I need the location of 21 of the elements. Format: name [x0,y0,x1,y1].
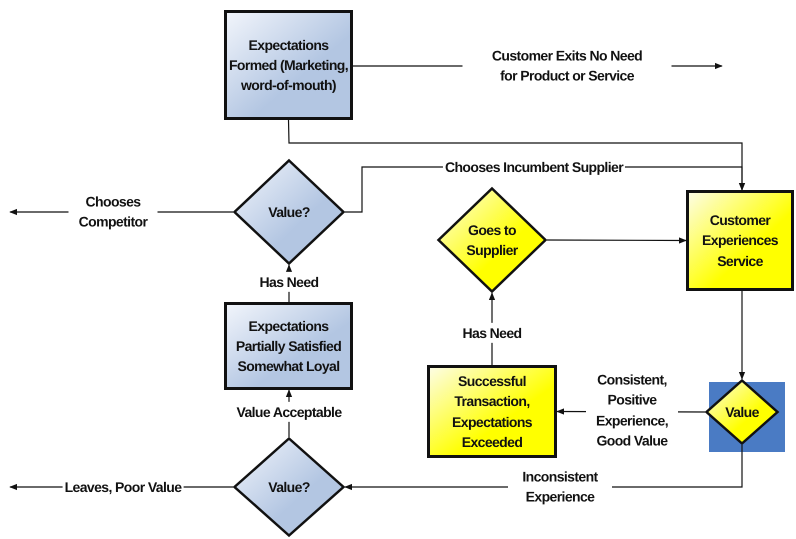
edge-label: Has Need [258,272,320,292]
process-box [224,10,353,120]
node-label: Goes to Supplier [465,220,519,260]
node-label: Value? [267,202,311,222]
node-label: Value [724,402,760,422]
arrow [738,291,746,380]
decision-diamond [233,437,345,537]
node-label: Expectations Formed (Marketing, word-of-mouth) [228,36,350,96]
edge-label: Value Acceptable [234,402,344,422]
node-label: Customer Experiences Service [701,211,779,271]
node-label: Successful Transaction, Expectations Exceeded [451,372,533,452]
node-label: Expectations Partially Satisfied Somewhat Loyal [234,316,342,376]
process-box [224,302,353,390]
arrow [547,237,687,244]
process-box [686,190,794,291]
decision-diamond [705,379,779,445]
node-label: Value? [267,478,311,497]
decision-diamond [437,187,547,293]
decision-diamond [233,159,345,265]
process-box [427,365,557,458]
edge-label: Has Need [460,322,524,344]
